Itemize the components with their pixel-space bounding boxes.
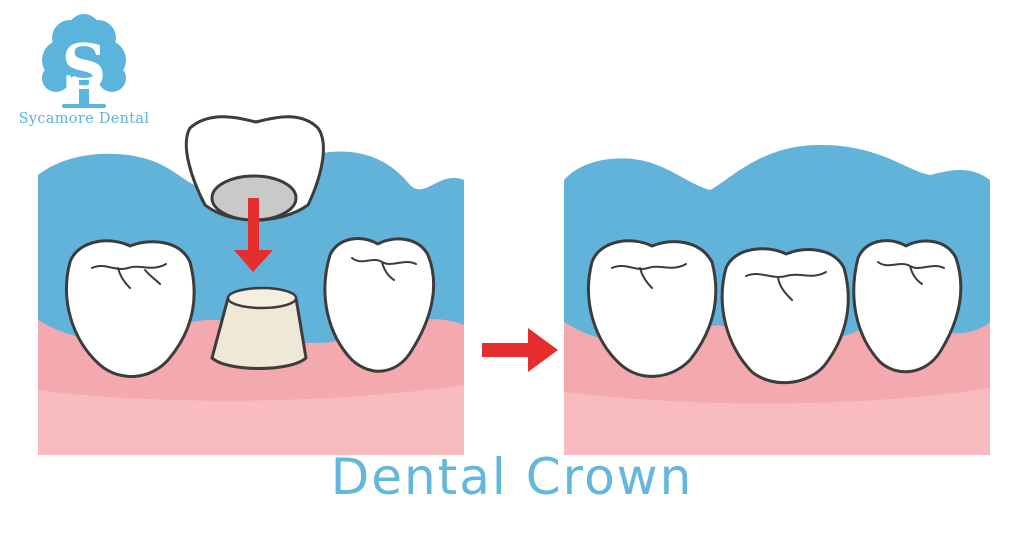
prepared-tooth [210,286,308,370]
tooth-after-right [852,239,963,374]
brand-logo: S [42,14,126,108]
before-panel [38,115,464,455]
tooth-left [65,239,196,378]
tooth-after-left [587,239,718,378]
brand-name: Sycamore Dental [18,111,150,127]
right-arrow-icon [482,328,558,372]
diagram-caption: Dental Crown [330,448,694,506]
gum-highlight-after [564,388,990,455]
tree-logo-icon [42,14,126,108]
tooth-right [323,237,436,373]
down-arrow-icon [234,198,273,272]
brand-monogram: S [62,30,107,103]
tooth-after-crowned [720,247,850,385]
after-panel [564,145,990,455]
gum-highlight-before [38,385,464,455]
